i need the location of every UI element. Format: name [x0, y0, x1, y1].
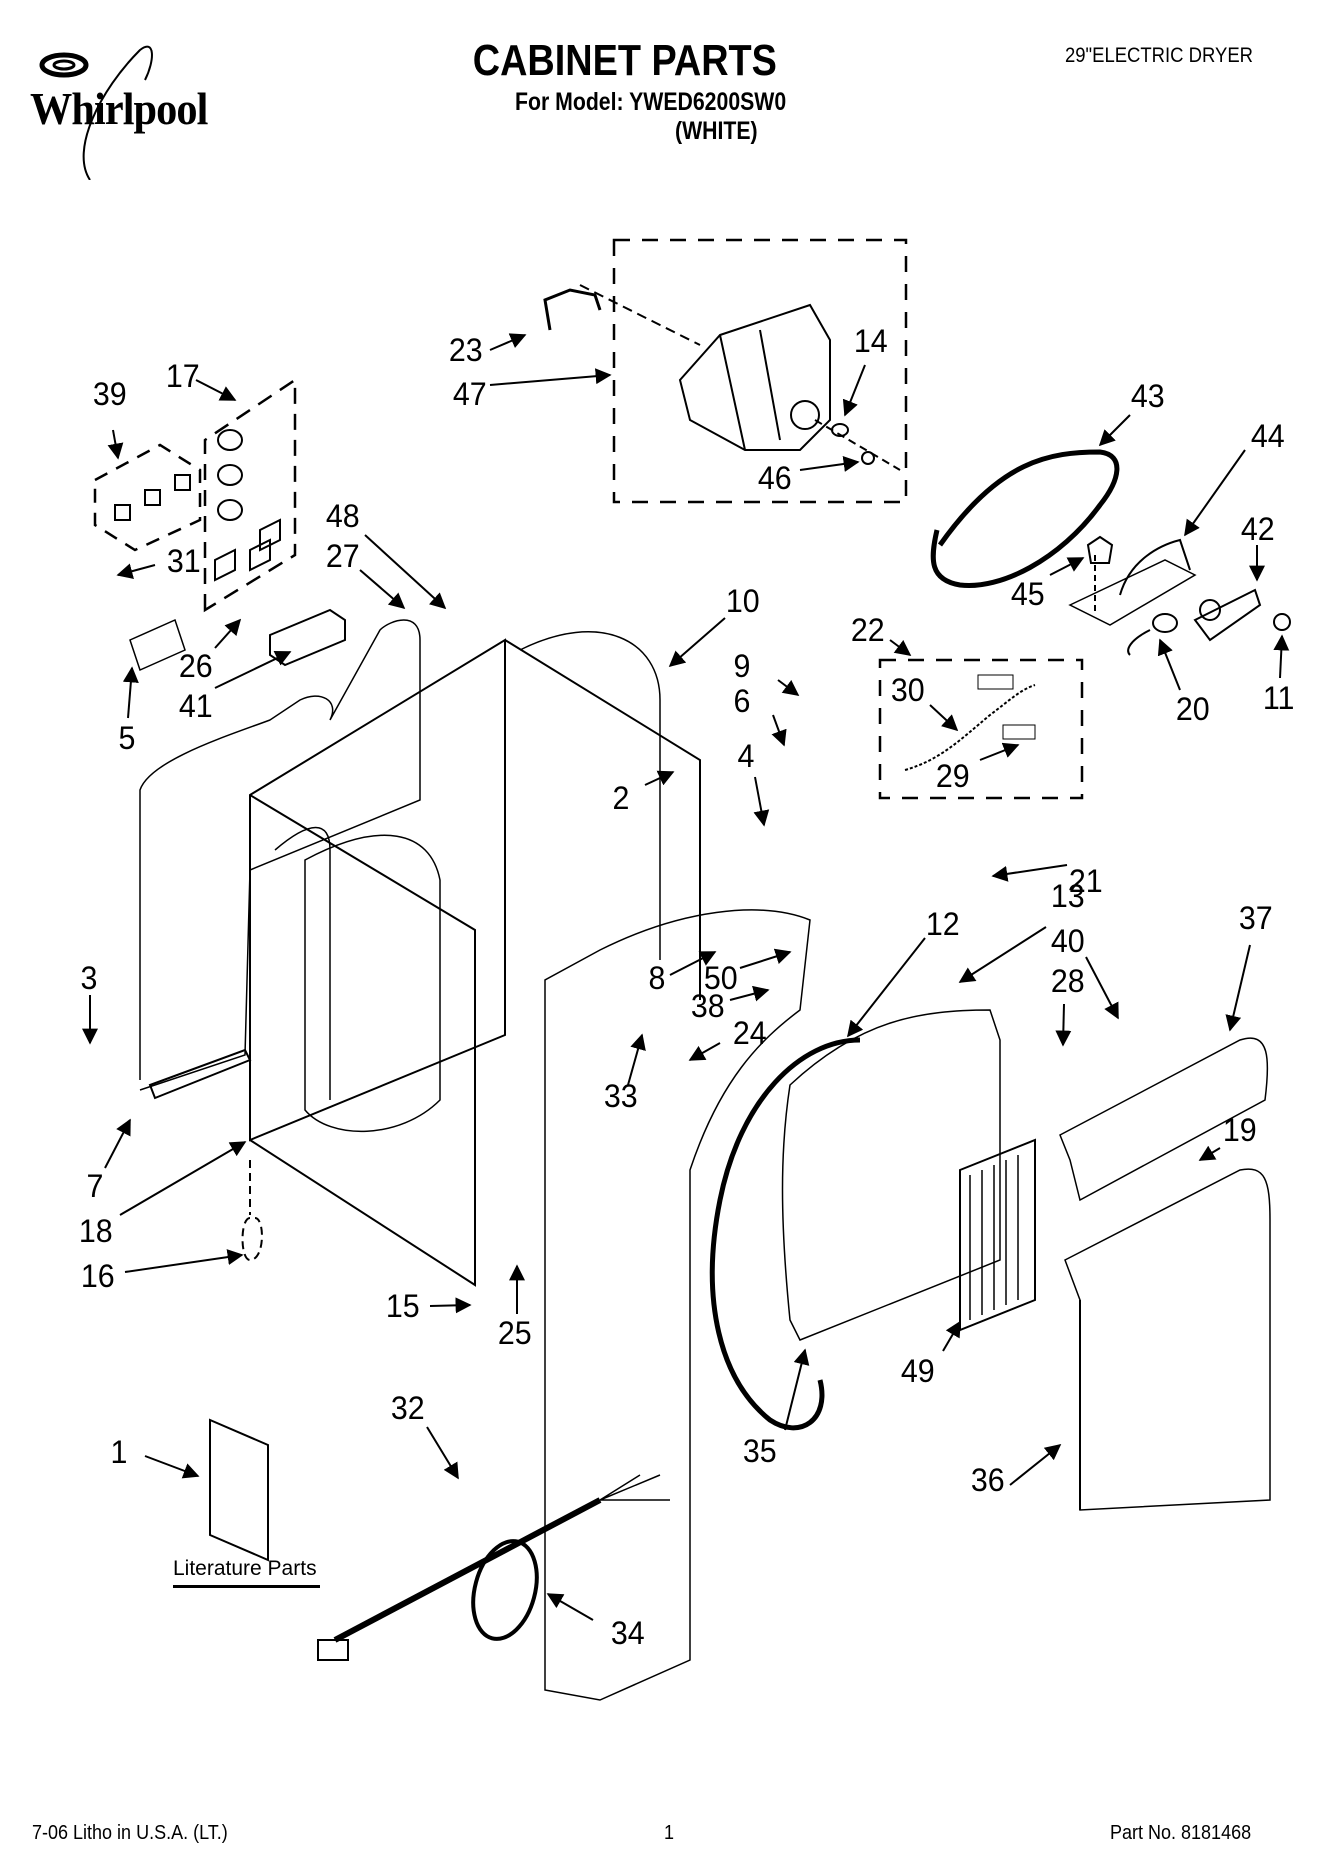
front-panel — [544, 909, 811, 1701]
callout-8: 8 — [648, 960, 666, 996]
logo-swirl-icon — [39, 45, 153, 180]
callout-14: 14 — [853, 323, 888, 359]
callout-9: 9 — [733, 648, 751, 684]
lint-screen — [959, 1138, 1036, 1332]
callout-2: 2 — [612, 780, 630, 816]
callout-32: 32 — [390, 1390, 425, 1426]
callout-49: 49 — [900, 1353, 935, 1389]
door-seal — [709, 1037, 861, 1431]
callout-7: 7 — [86, 1168, 104, 1204]
power-cord — [317, 1474, 670, 1661]
callout-19: 19 — [1222, 1112, 1257, 1148]
callout-37: 37 — [1238, 900, 1273, 936]
page-number: 1 — [664, 1822, 675, 1844]
brand-name: Whirlpool — [30, 83, 208, 134]
callout-10: 10 — [725, 583, 760, 619]
leader-arrows — [82, 333, 1290, 1621]
callout-33: 33 — [603, 1078, 638, 1114]
callout-17: 17 — [165, 358, 200, 394]
whirlpool-logo: Whirlpool — [30, 30, 260, 180]
front-bulkhead — [781, 1009, 1001, 1341]
callout-3: 3 — [80, 960, 98, 996]
callout-45: 45 — [1010, 576, 1045, 612]
part-number: Part No. 8181468 — [1110, 1822, 1252, 1844]
callout-1: 1 — [110, 1434, 128, 1470]
callout-18: 18 — [78, 1213, 113, 1249]
callout-31: 31 — [166, 543, 201, 579]
page-title-wrap: CABINET PARTS — [0, 36, 1339, 86]
cabinet — [249, 631, 701, 1287]
callout-44: 44 — [1250, 418, 1285, 454]
callout-25: 25 — [497, 1315, 532, 1351]
callout-48: 48 — [325, 498, 360, 534]
idler-assembly — [1068, 535, 1291, 656]
callout-46: 46 — [757, 460, 792, 496]
callout-47: 47 — [452, 376, 487, 412]
callout-35: 35 — [742, 1433, 777, 1469]
callout-22: 22 — [850, 612, 885, 648]
callout-42: 42 — [1240, 511, 1275, 547]
callout-38: 38 — [690, 988, 725, 1024]
callout-4: 4 — [737, 738, 755, 774]
callout-41: 41 — [178, 688, 213, 724]
callout-43: 43 — [1130, 378, 1165, 414]
callout-50: 50 — [703, 960, 738, 996]
callout-24: 24 — [732, 1015, 767, 1051]
callout-16: 16 — [80, 1258, 115, 1294]
drive-belt — [930, 449, 1120, 589]
product-type: 29"ELECTRIC DRYER — [1065, 44, 1254, 67]
model-color: (WHITE) — [675, 117, 758, 145]
callout-5: 5 — [118, 720, 136, 756]
callout-28: 28 — [1050, 963, 1085, 999]
callout-11: 11 — [1262, 680, 1295, 716]
model-number: For Model: YWED6200SW0 — [515, 88, 787, 116]
callout-39: 39 — [92, 376, 127, 412]
callout-34: 34 — [610, 1615, 645, 1651]
callout-21: 21 — [1068, 863, 1103, 899]
literature-parts-label: Literature Parts — [173, 1557, 317, 1580]
callout-23: 23 — [448, 332, 483, 368]
callout-29: 29 — [935, 758, 970, 794]
motor-assembly — [543, 238, 908, 504]
callout-6: 6 — [733, 683, 751, 719]
leveling-leg — [241, 1160, 263, 1262]
literature-underline — [173, 1585, 320, 1588]
terminal-block — [93, 377, 346, 672]
control-console — [1059, 1037, 1269, 1202]
rear-panel — [139, 619, 421, 1091]
callout-40: 40 — [1050, 923, 1085, 959]
callout-12: 12 — [925, 906, 960, 942]
callout-26: 26 — [178, 648, 213, 684]
literature-booklet — [209, 1418, 269, 1562]
callout-30: 30 — [890, 672, 925, 708]
callout-15: 15 — [385, 1288, 420, 1324]
page-title: CABINET PARTS — [472, 36, 777, 85]
harness-box — [878, 658, 1084, 800]
callout-13: 13 — [1050, 878, 1085, 914]
callout-20: 20 — [1175, 691, 1210, 727]
print-info: 7-06 Litho in U.S.A. (LT.) — [32, 1822, 228, 1844]
callout-27: 27 — [325, 538, 360, 574]
callout-36: 36 — [970, 1462, 1005, 1498]
door — [1064, 1168, 1271, 1511]
